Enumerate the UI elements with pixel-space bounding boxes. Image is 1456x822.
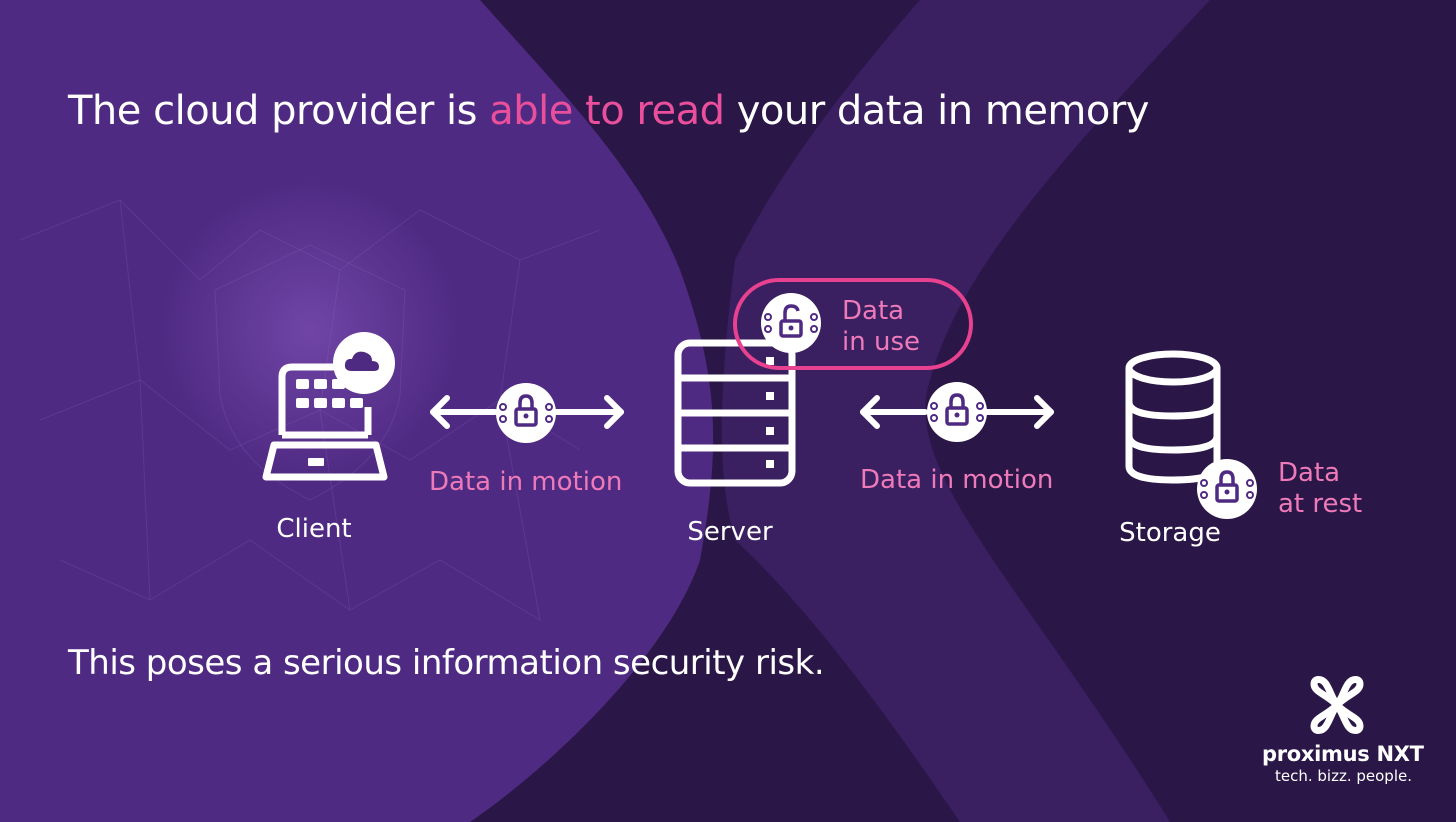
server-label: Server bbox=[687, 517, 773, 547]
padlock-icon bbox=[1197, 459, 1257, 519]
computer-cloud-icon bbox=[262, 332, 395, 481]
headline: The cloud provider is able to read your … bbox=[68, 88, 1149, 134]
client-label: Client bbox=[276, 514, 352, 544]
padlock-icon bbox=[496, 383, 556, 443]
data-in-use-line2: in use bbox=[842, 327, 920, 357]
padlock-icon bbox=[927, 382, 987, 442]
data-at-rest-line1: Data bbox=[1278, 458, 1341, 488]
headline-highlight: able to read bbox=[489, 88, 725, 134]
headline-end: your data in memory bbox=[724, 88, 1150, 134]
data-at-rest-line2: at rest bbox=[1278, 489, 1363, 519]
brand-name: proximus NXT bbox=[1262, 742, 1424, 766]
server-rack-icon bbox=[674, 339, 796, 487]
risk-statement: This poses a serious information securit… bbox=[68, 643, 825, 683]
data-in-use-line1: Data bbox=[842, 296, 905, 326]
arrow-server-storage bbox=[860, 395, 1054, 429]
arrow-client-server bbox=[430, 395, 624, 429]
link-label-server-storage: Data in motion bbox=[860, 465, 1054, 495]
link-label-client-server: Data in motion bbox=[429, 467, 623, 497]
open-padlock-icon bbox=[761, 293, 821, 353]
proximus-logo-icon bbox=[1310, 676, 1364, 734]
data-in-use-label: Data in use bbox=[842, 296, 920, 358]
data-in-use-pill bbox=[733, 278, 973, 370]
headline-start: The cloud provider is bbox=[68, 88, 490, 134]
mid-wave-right bbox=[721, 0, 1210, 822]
brand-tagline: tech. bizz. people. bbox=[1275, 767, 1412, 785]
storage-label: Storage bbox=[1119, 518, 1221, 548]
data-at-rest-label: Data at rest bbox=[1278, 458, 1362, 520]
